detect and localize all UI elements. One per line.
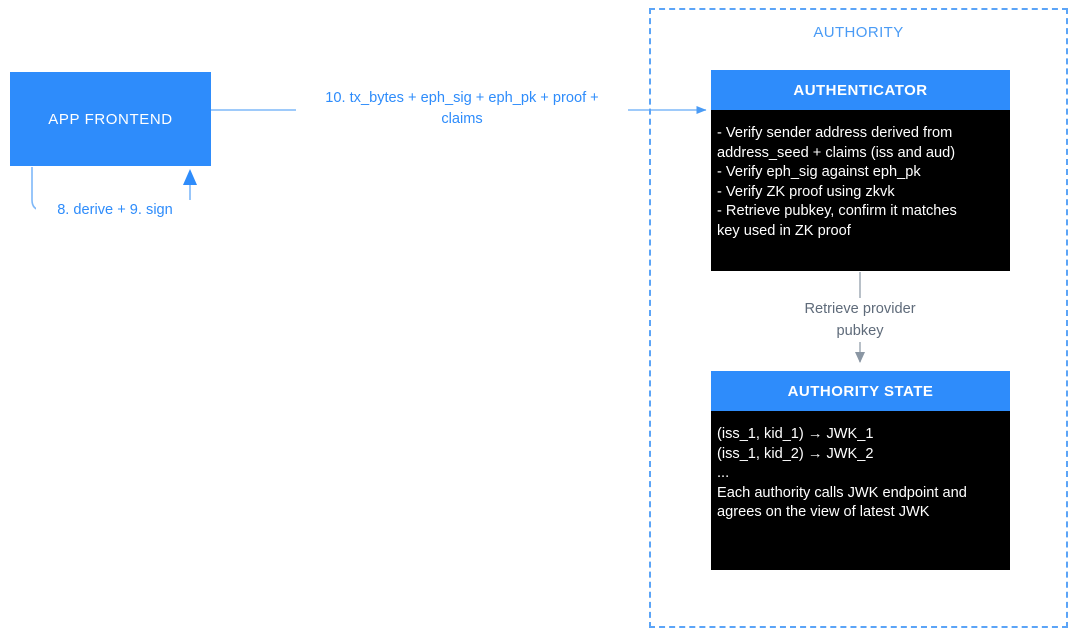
edge-label-derive-sign: 8. derive + 9. sign — [36, 200, 194, 221]
edge-label-retrieve-provider-pubkey: Retrieve provider pubkey — [780, 298, 940, 342]
authority-state-body-line: agrees on the view of latest JWK — [717, 504, 930, 520]
node-app-frontend-label: APP FRONTEND — [48, 110, 173, 128]
edge-label-tx-payload-line1: 10. tx_bytes + eph_sig + eph_pk + proof … — [325, 90, 599, 106]
authenticator-body-line: address_seed + claims (iss and aud) — [717, 144, 956, 161]
edge-label-retrieve-line1: Retrieve provider — [804, 301, 916, 317]
authenticator-body-line: - Verify eph_sig against eph_pk — [717, 164, 921, 180]
authority-group-label: AUTHORITY — [813, 24, 904, 41]
authority-group: AUTHORITY — [649, 8, 1068, 628]
edge-label-tx-payload-line2: claims — [441, 111, 483, 127]
authenticator-body-line: - Verify sender address derived from — [717, 125, 953, 141]
edge-label-retrieve-line2: pubkey — [836, 323, 884, 339]
authority-state-body-line: (iss_1, kid_2) → JWK_2 — [717, 445, 874, 462]
node-authority-state-body: (iss_1, kid_1) → JWK_1 (iss_1, kid_2) → … — [711, 411, 1010, 570]
node-app-frontend[interactable]: APP FRONTEND — [10, 72, 211, 166]
authority-state-body-line: ... — [717, 465, 730, 481]
authenticator-body-line: key used in ZK proof — [717, 222, 851, 239]
authenticator-body-line: - Verify ZK proof using zkvk — [717, 183, 895, 200]
authenticator-body-line: - Retrieve pubkey, confirm it matches — [717, 203, 957, 219]
node-authority-state-header: AUTHORITY STATE — [711, 371, 1010, 411]
node-authority-state[interactable]: AUTHORITY STATE (iss_1, kid_1) → JWK_1 (… — [711, 371, 1010, 570]
node-authenticator[interactable]: AUTHENTICATOR - Verify sender address de… — [711, 70, 1010, 271]
edge-label-tx-payload: 10. tx_bytes + eph_sig + eph_pk + proof … — [296, 88, 628, 130]
node-authenticator-body: - Verify sender address derived from add… — [711, 110, 1010, 271]
node-authenticator-header: AUTHENTICATOR — [711, 70, 1010, 110]
authority-state-body-line: (iss_1, kid_1) → JWK_1 — [717, 426, 874, 442]
authority-state-body-line: Each authority calls JWK endpoint and — [717, 484, 967, 501]
